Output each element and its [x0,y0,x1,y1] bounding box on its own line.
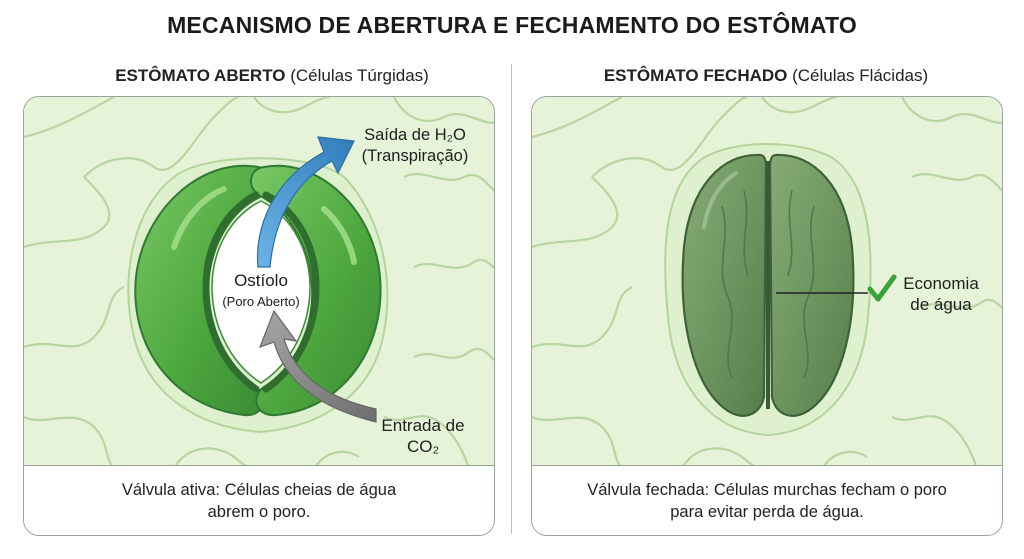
co2-entry-label-line2: CO₂ [406,437,440,456]
epidermal-cell-walls-closed [532,97,1002,469]
water-economy-label-line1: Economia [903,274,979,293]
open-stoma-heading: ESTÔMATO ABERTO (Células Túrgidas) [36,66,508,86]
open-stoma-heading-sub: (Células Túrgidas) [285,66,429,85]
right-cell-highlight [321,206,357,265]
ostiole-sublabel: (Poro Aberto) [222,294,300,309]
co2-entry-label: Entrada de CO₂ [366,415,480,457]
water-exit-label: Saída de H₂O (Transpiração) [346,125,484,167]
open-stoma-caption: Válvula ativa: Células cheias de água ab… [24,465,494,535]
co2-entry-arrow [258,309,377,423]
left-flaccid-highlight [702,171,738,229]
open-stoma-caption-text: Válvula ativa: Células cheias de água ab… [121,480,397,521]
page-title: MECANISMO DE ABERTURA E FECHAMENTO DO ES… [167,12,857,38]
open-stoma-illustration [24,97,494,469]
closed-stoma-caption: Válvula fechada: Células murchas fecham … [532,465,1002,535]
closed-stoma-heading-sub: (Células Flácidas) [787,66,929,85]
water-exit-label-line2: (Transpiração) [361,147,469,165]
wrinkle-lines [721,190,815,378]
closed-stoma-panel: Economia de água Válvula fechada: Célula… [531,96,1003,536]
water-economy-label: Economia de água [894,273,988,315]
water-exit-arrow [256,136,355,268]
check-icon [867,274,897,302]
co2-entry-label-line1: Entrada de [381,416,465,435]
closed-stoma-heading-bold: ESTÔMATO FECHADO [603,66,788,85]
closed-stoma-caption-text: Válvula fechada: Células murchas fecham … [587,480,947,521]
ostiole-label: Ostíolo [234,271,288,290]
left-cell-highlight [171,186,227,250]
open-stoma-heading-bold: ESTÔMATO ABERTO [115,66,286,85]
closed-stoma-heading: ESTÔMATO FECHADO (Células Flácidas) [530,66,1002,86]
panel-divider [511,64,512,534]
water-exit-label-line1: Saída de H₂O [364,126,466,144]
closed-stoma-illustration [532,97,1002,469]
water-economy-label-line2: de água [910,295,972,314]
open-stoma-panel: Ostíolo (Poro Aberto) Saída de H₂O (Tran… [23,96,495,536]
left-inner-wall [202,191,260,393]
